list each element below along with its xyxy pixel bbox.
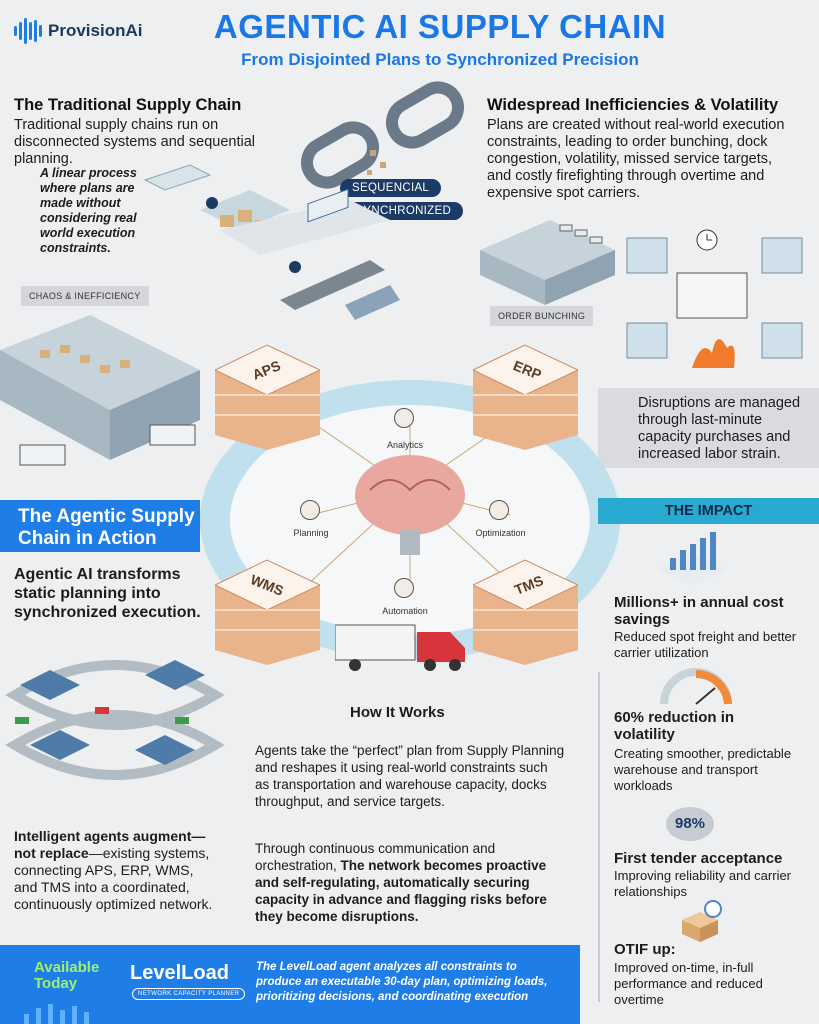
- wms-server-stack: [213, 555, 322, 665]
- agent-planning: Planning: [293, 528, 329, 538]
- inefficiencies-body: Plans are created without real-world exe…: [487, 117, 785, 201]
- network-map-illustration: [5, 660, 225, 780]
- how-paragraph-1: Agents take the “perfect” plan from Supp…: [255, 743, 565, 809]
- footer-text: The LevelLoad agent analyzes all constra…: [256, 961, 548, 1003]
- warehouse-chaos-illustration: [0, 315, 200, 466]
- server-stack-icon: [213, 344, 322, 450]
- traditional-note: A linear process where plans are made wi…: [40, 166, 137, 255]
- agent-analytics: Analytics: [386, 440, 423, 450]
- link-icon: [206, 197, 218, 209]
- product-subtitle: NETWORK CAPACITY PLANNER: [132, 988, 246, 1000]
- impact-title-3: First tender acceptance: [614, 850, 783, 867]
- aps-server-stack: [213, 340, 322, 450]
- footer-banner: [0, 945, 580, 1024]
- augment-rest: —existing systems, connecting APS, ERP, …: [14, 845, 213, 912]
- server-stack-icon: [471, 344, 580, 450]
- agentic-banner: The Agentic Supply Chain in Action: [18, 506, 195, 549]
- signal-bars-icon: [24, 1004, 89, 1024]
- tms-server-stack: [471, 555, 580, 665]
- truck-icon: [19, 444, 66, 466]
- order-bunching-tag: ORDER BUNCHING: [490, 306, 594, 326]
- how-heading: How It Works: [350, 704, 445, 721]
- truck-icon: [307, 188, 349, 223]
- how-p2-bold: The network becomes proactive and self-r…: [255, 858, 547, 924]
- available-today: Available Today: [34, 959, 100, 992]
- truck-icon: [335, 624, 465, 671]
- person-icon: [394, 408, 414, 428]
- impact-body-1: Reduced spot freight and better carrier …: [614, 629, 797, 660]
- person-icon: [394, 578, 414, 598]
- person-icon: [489, 500, 509, 520]
- gauge-icon: [660, 668, 732, 705]
- server-stack-icon: [471, 559, 580, 665]
- brand-name: ProvisionAi: [48, 21, 143, 40]
- logo-mark-icon: [14, 18, 42, 44]
- how-p2-plain: Through continuous communication and orc…: [255, 841, 496, 873]
- linear-process-illustration: [143, 164, 400, 320]
- sequential-pill: SEQUENCIAL: [340, 179, 442, 197]
- impact-body-4: Improved on-time, in-full performance an…: [614, 960, 763, 1007]
- impact-banner: THE IMPACT: [598, 498, 819, 524]
- server-stack-icon: [213, 559, 322, 665]
- erp-server-stack: [471, 340, 580, 450]
- inefficiencies-heading: Widespread Inefficiencies & Volatility: [487, 96, 779, 114]
- fire-icon: [692, 339, 735, 368]
- page-title: AGENTIC AI SUPPLY CHAIN: [213, 8, 667, 45]
- broken-chain-icon: [301, 81, 464, 189]
- agent-optimization: Optimization: [475, 528, 526, 538]
- brain-icon: [355, 455, 465, 535]
- agentic-headline: Agentic AI transforms static planning in…: [14, 566, 201, 621]
- impact-body-2: Creating smoother, predictable warehouse…: [614, 746, 792, 793]
- how-paragraph-2: Through continuous communication and orc…: [255, 840, 570, 925]
- augment-bold: Intelligent agents augment—not replace: [14, 828, 206, 861]
- impact-title-4: OTIF up:: [614, 941, 676, 958]
- traditional-heading: The Traditional Supply Chain: [14, 96, 242, 114]
- bar-chart-icon: [658, 532, 728, 585]
- brand-logo: ProvisionAi: [14, 18, 142, 44]
- acceptance-badge: 98%: [666, 807, 714, 841]
- order-bunching-illustration: [480, 220, 615, 305]
- impact-title-1: Millions+ in annual cost savings: [614, 594, 784, 628]
- disruption-text: Disruptions are managed through last-min…: [638, 395, 801, 462]
- augment-text: Intelligent agents augment—not replace—e…: [14, 828, 214, 913]
- agent-automation: Automation: [382, 606, 428, 616]
- page-subtitle: From Disjointed Plans to Synchronized Pr…: [241, 50, 639, 69]
- impact-title-2: 60% reduction in volatility: [614, 709, 735, 743]
- product-name: LevelLoad: [130, 962, 229, 984]
- person-icon: [300, 500, 320, 520]
- firefighting-illustration: [626, 229, 803, 368]
- impact-body-3: Improving reliability and carrier relati…: [614, 868, 792, 899]
- traditional-body: Traditional supply chains run on disconn…: [14, 117, 256, 167]
- stopwatch-icon: [704, 900, 722, 918]
- box-icon: [682, 900, 722, 942]
- chaos-tag: CHAOS & INEFFICIENCY: [21, 286, 149, 306]
